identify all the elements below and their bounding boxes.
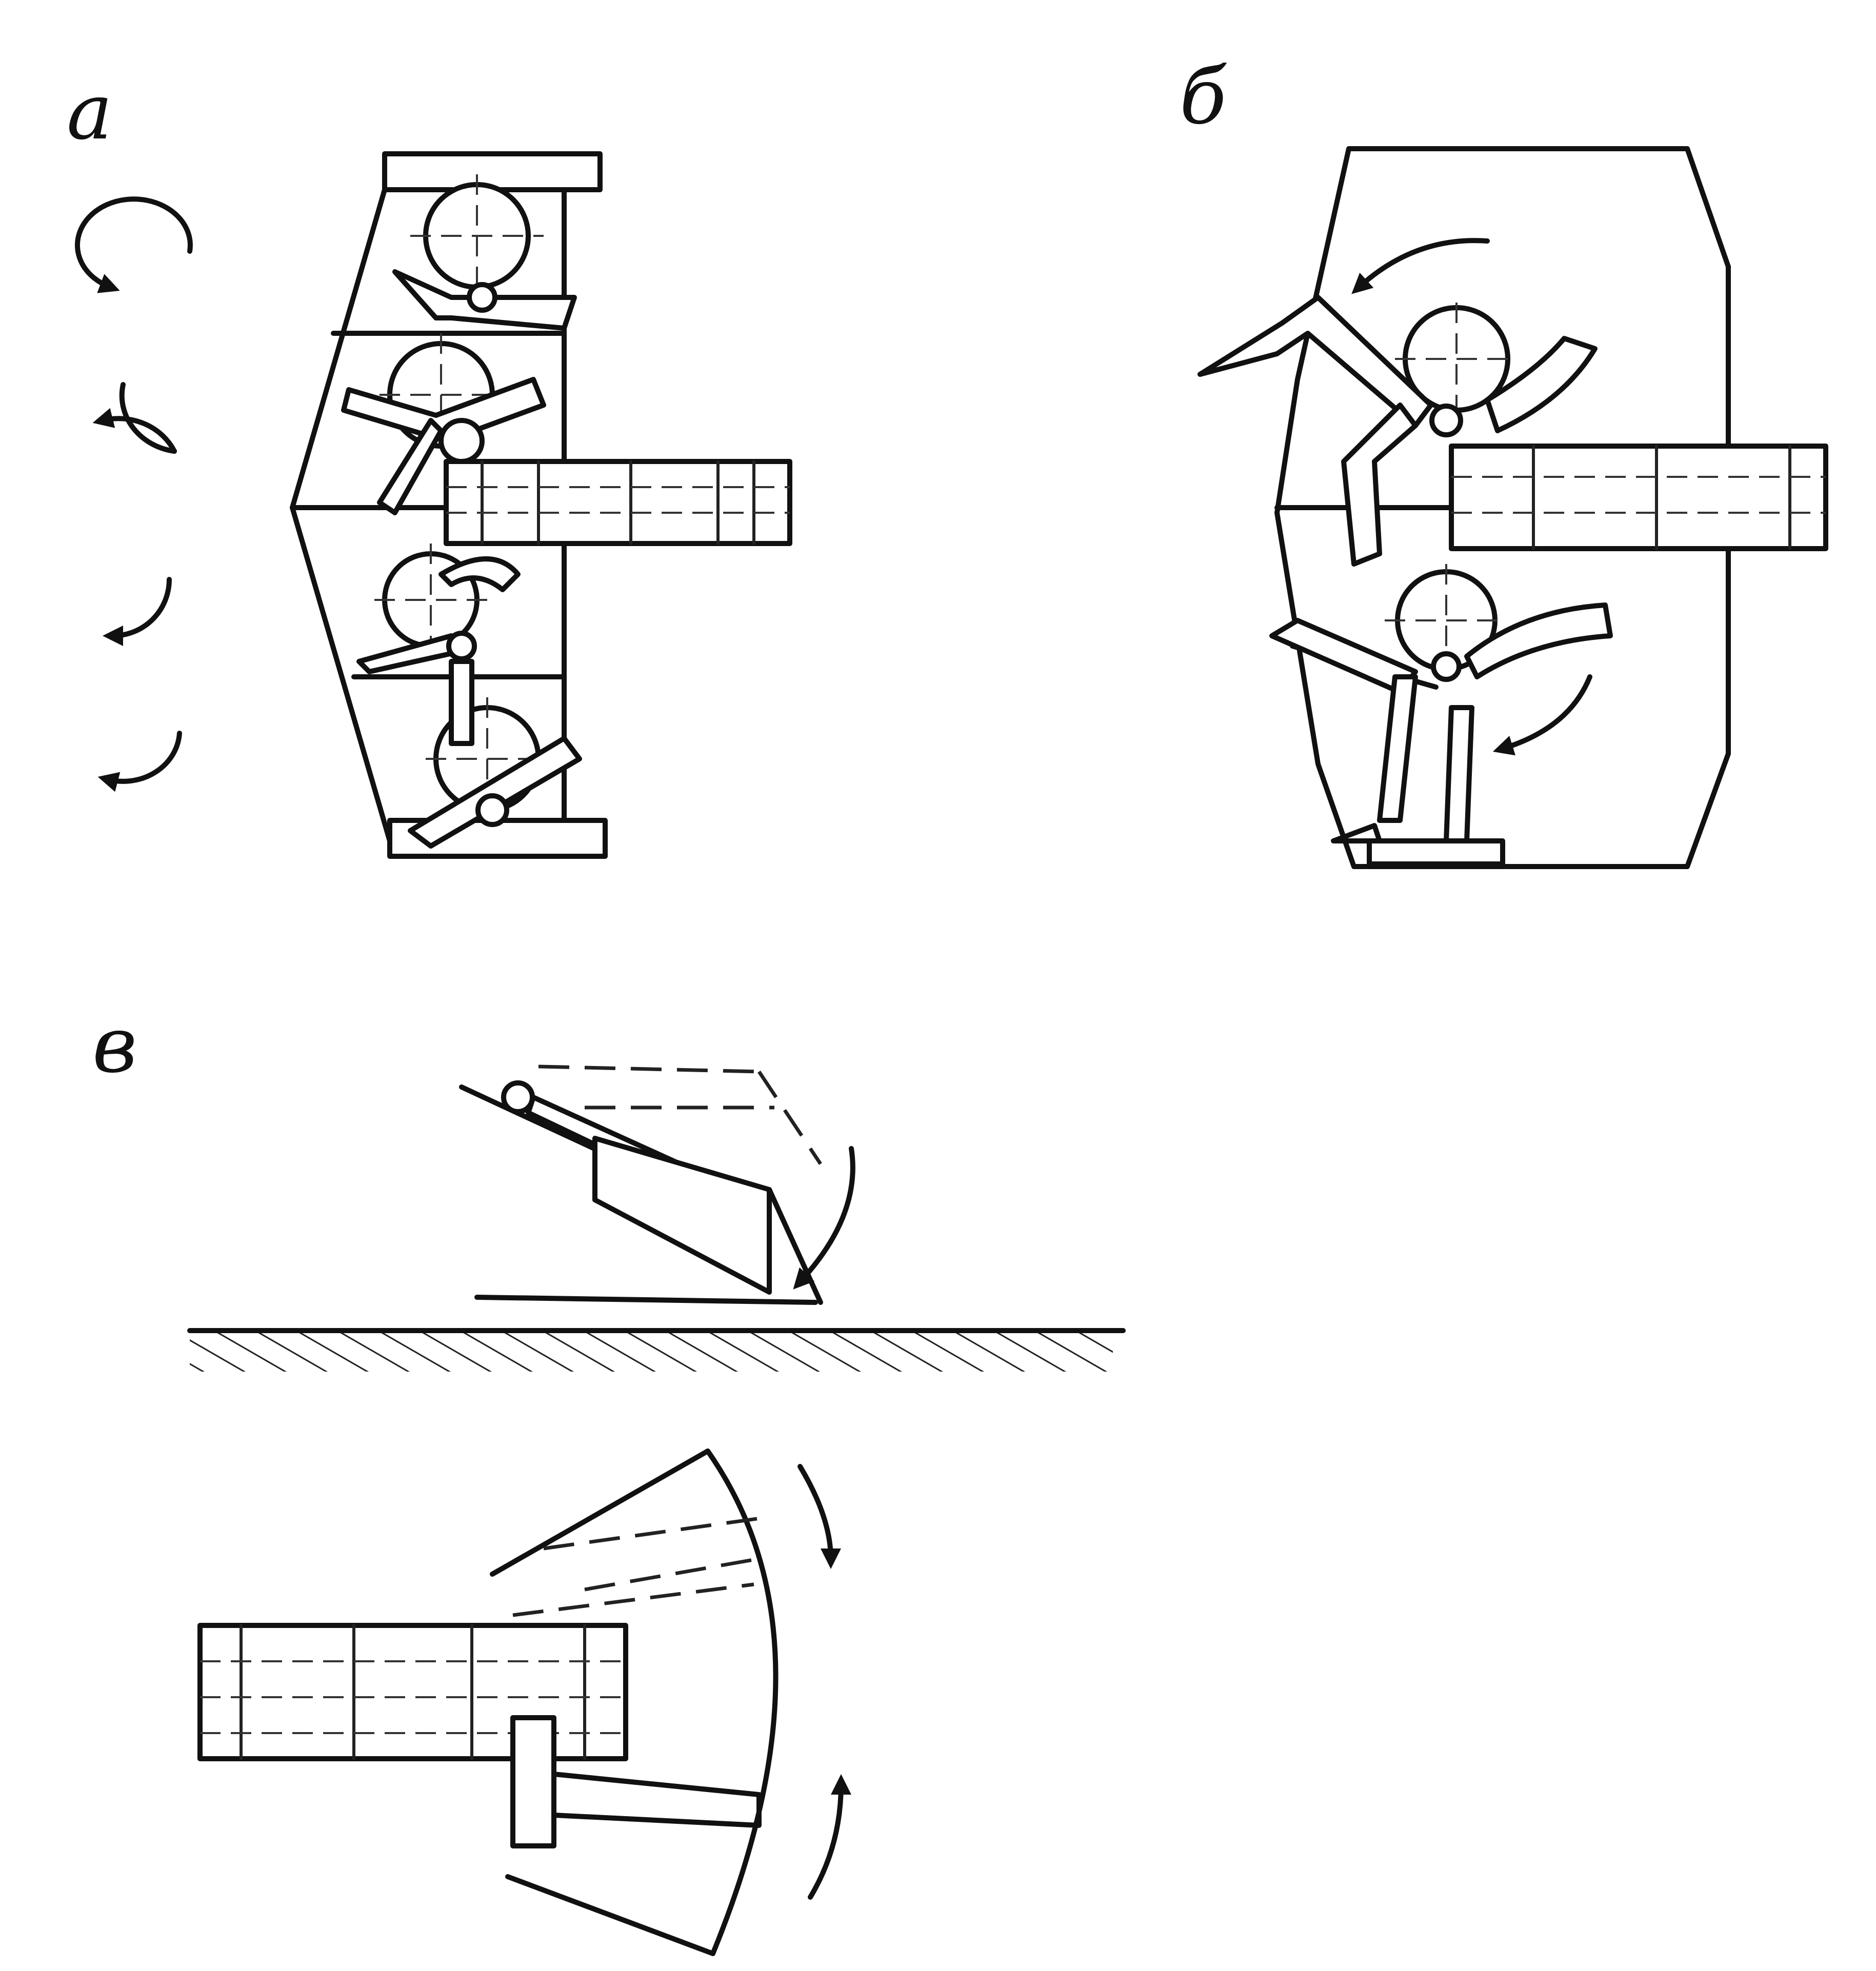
panel-b-boom bbox=[1449, 444, 1828, 551]
panel-c-ground bbox=[187, 1328, 1126, 1372]
panel-b-label: б bbox=[1180, 52, 1227, 142]
rotation-arrow-icon bbox=[1351, 238, 1592, 756]
panel-b-arms bbox=[1198, 295, 1613, 867]
panel-c: в bbox=[92, 1001, 1126, 1956]
panel-b-housing bbox=[1274, 146, 1731, 869]
panel-b-rotors bbox=[1385, 303, 1518, 677]
panel-a-label: а bbox=[67, 68, 112, 157]
panel-c-side-view bbox=[459, 1064, 855, 1305]
panel-a-boom bbox=[444, 459, 792, 546]
panel-a: а bbox=[67, 68, 792, 859]
panel-a-linkages bbox=[341, 269, 582, 849]
panel-c-label: в bbox=[92, 1001, 137, 1090]
rotation-direction-arrows-icon bbox=[75, 196, 193, 792]
panel-b: б bbox=[1180, 52, 1828, 869]
panel-c-plan-view bbox=[197, 1449, 851, 1956]
